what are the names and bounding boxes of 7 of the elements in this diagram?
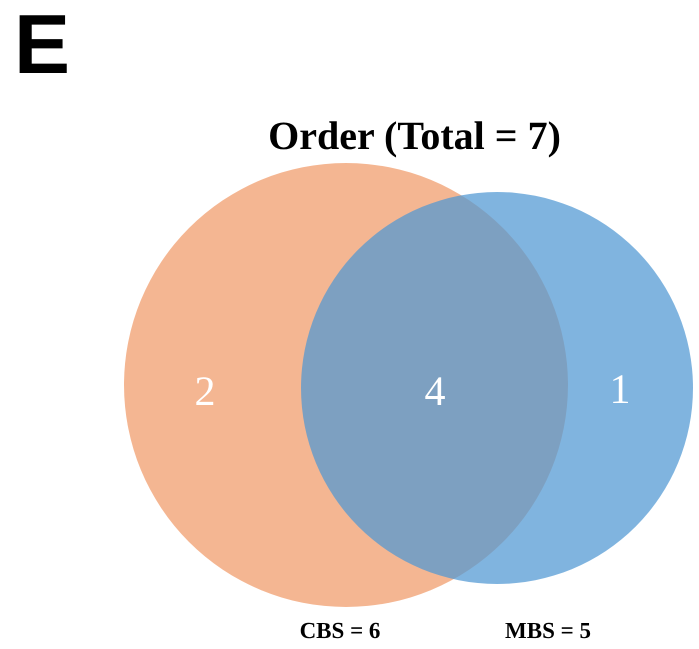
count-label: 2 [194,371,216,413]
chart-title: Order (Total = 7) [267,112,562,159]
panel-letter: E [14,2,70,86]
set-label: CBS = 6 [300,618,380,644]
count-label: 1 [610,369,630,411]
count-label: 4 [424,371,446,413]
set-label: MBS = 5 [505,618,591,644]
